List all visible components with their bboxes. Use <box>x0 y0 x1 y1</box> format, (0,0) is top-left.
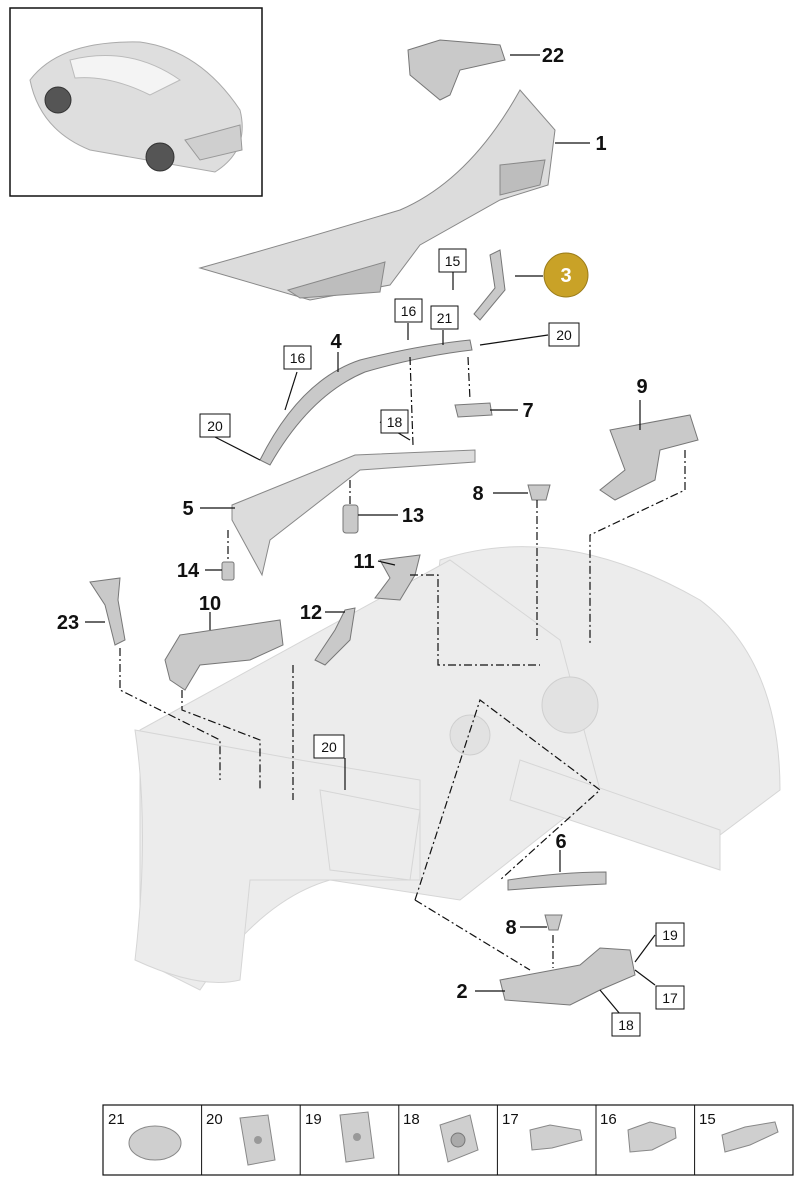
callouts: 22 1 4 7 9 8 5 13 14 11 10 12 23 6 8 2 <box>57 45 648 1003</box>
svg-text:21: 21 <box>437 310 453 326</box>
screw-icon-16 <box>627 1121 677 1153</box>
box-20-mid: 20 <box>313 734 345 759</box>
box-17: 17 <box>655 985 685 1010</box>
svg-text:19: 19 <box>662 927 678 943</box>
callout-1: 1 <box>595 133 606 155</box>
part-11[interactable] <box>374 554 421 601</box>
box-18-top: 18 <box>380 409 409 434</box>
part-13[interactable] <box>342 504 359 534</box>
box-18-bottom: 18 <box>611 1012 641 1037</box>
box-16-left: 16 <box>283 345 312 370</box>
callout-11: 11 <box>353 551 374 573</box>
legend-cell-16[interactable]: 16 <box>600 1111 677 1153</box>
callout-23: 23 <box>57 612 79 634</box>
svg-text:18: 18 <box>387 414 403 430</box>
part-12[interactable] <box>314 607 356 666</box>
svg-text:15: 15 <box>699 1111 716 1128</box>
legend-cell-18[interactable]: 18 <box>403 1111 479 1163</box>
callout-13: 13 <box>402 505 424 527</box>
svg-text:16: 16 <box>290 350 306 366</box>
box-20-right: 20 <box>548 322 580 347</box>
svg-text:17: 17 <box>502 1111 519 1128</box>
callout-12: 12 <box>300 602 322 624</box>
part-23[interactable] <box>89 577 126 646</box>
boxed-refs: 15 16 21 20 16 18 20 20 19 17 18 <box>199 248 685 1037</box>
callout-5: 5 <box>182 498 193 520</box>
callout-7: 7 <box>522 400 533 422</box>
callout-10: 10 <box>199 593 221 615</box>
box-19: 19 <box>655 922 685 947</box>
svg-text:20: 20 <box>207 418 223 434</box>
box-21: 21 <box>430 305 459 330</box>
svg-text:18: 18 <box>618 1017 634 1033</box>
part-3-bracket[interactable] <box>473 249 506 321</box>
part-1-cowl-panel[interactable] <box>198 89 556 301</box>
fastener-legend: 21 20 19 18 17 16 15 <box>102 1104 794 1176</box>
screw-icon-15 <box>721 1121 779 1153</box>
box-16-top: 16 <box>394 298 423 323</box>
svg-text:20: 20 <box>321 739 337 755</box>
callout-8-upper: 8 <box>472 483 483 505</box>
part-7-clip[interactable] <box>454 402 493 418</box>
round-cap-icon <box>128 1125 182 1161</box>
legend-cell-19[interactable]: 19 <box>305 1111 375 1163</box>
svg-text:19: 19 <box>305 1111 322 1128</box>
part-8-lower[interactable] <box>544 914 563 931</box>
callout-4: 4 <box>330 331 342 353</box>
callout-22: 22 <box>542 45 564 67</box>
callout-2: 2 <box>456 981 467 1003</box>
part-8-upper[interactable] <box>527 484 551 501</box>
part-5-panel[interactable] <box>231 449 476 577</box>
svg-text:16: 16 <box>600 1111 617 1128</box>
vehicle-thumbnail <box>9 7 263 197</box>
part-9[interactable] <box>599 414 699 501</box>
part-6-strip[interactable] <box>507 871 607 891</box>
svg-text:16: 16 <box>401 303 417 319</box>
callout-3: 3 <box>560 265 571 287</box>
assembly-lines <box>119 356 686 971</box>
part-4-strip[interactable] <box>259 339 473 466</box>
callout-14: 14 <box>177 560 200 582</box>
legend-cell-20[interactable]: 20 <box>206 1111 276 1166</box>
part-10[interactable] <box>164 619 284 691</box>
svg-text:15: 15 <box>445 253 461 269</box>
legend-cell-21[interactable]: 21 <box>108 1111 182 1161</box>
body-structure-ghost <box>134 546 781 991</box>
box-20-left: 20 <box>199 413 231 438</box>
callout-8-lower: 8 <box>505 917 516 939</box>
svg-text:18: 18 <box>403 1111 420 1128</box>
callout-3-highlight[interactable]: 3 <box>543 252 589 298</box>
svg-text:21: 21 <box>108 1111 125 1128</box>
part-14[interactable] <box>221 561 235 581</box>
part-2-bracket[interactable] <box>499 947 636 1006</box>
svg-text:20: 20 <box>206 1111 223 1128</box>
svg-text:20: 20 <box>556 327 572 343</box>
callout-9: 9 <box>636 376 647 398</box>
svg-text:17: 17 <box>662 990 678 1006</box>
screw-icon-17 <box>529 1124 583 1151</box>
legend-cell-17[interactable]: 17 <box>502 1111 583 1151</box>
callout-6: 6 <box>555 831 566 853</box>
part-22[interactable] <box>407 39 506 101</box>
legend-cell-15[interactable]: 15 <box>699 1111 779 1153</box>
box-15: 15 <box>438 248 467 273</box>
